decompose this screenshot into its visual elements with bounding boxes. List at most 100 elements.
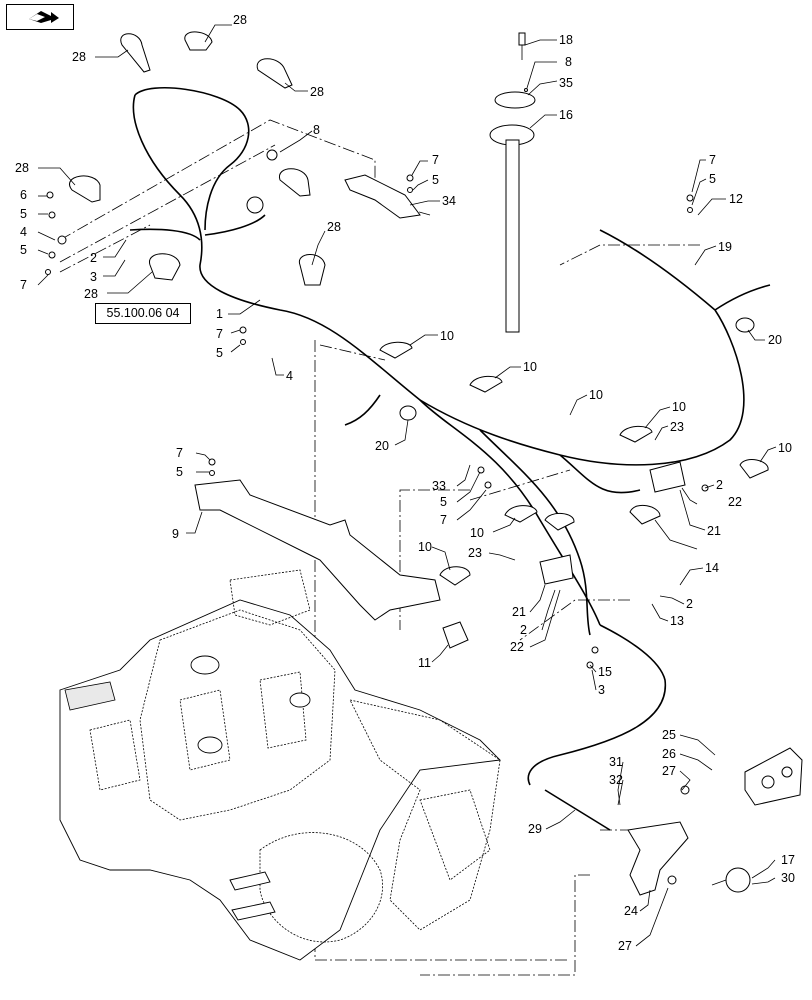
callout-10: 10 <box>523 360 537 374</box>
callout-11: 11 <box>418 656 431 670</box>
callout-7: 7 <box>709 153 716 167</box>
callout-29: 29 <box>528 822 542 836</box>
callout-4: 4 <box>20 225 27 239</box>
callout-2: 2 <box>716 478 723 492</box>
callout-1: 1 <box>216 307 223 321</box>
wiring-harness <box>129 87 771 831</box>
callout-33: 33 <box>432 479 446 493</box>
callout-19: 19 <box>718 240 732 254</box>
leader-lines <box>37 24 777 947</box>
callout-4: 4 <box>286 369 293 383</box>
callout-5: 5 <box>20 243 27 257</box>
connector-block-part <box>539 554 574 585</box>
sender-tube-part <box>505 139 520 333</box>
callout-10: 10 <box>470 526 484 540</box>
callout-17: 17 <box>781 853 795 867</box>
callout-35: 35 <box>559 76 573 90</box>
cable-tie-part <box>149 253 181 281</box>
callout-28: 28 <box>72 50 86 64</box>
callout-22: 22 <box>728 495 742 509</box>
callout-28: 28 <box>84 287 98 301</box>
callout-9: 9 <box>172 527 179 541</box>
callout-2: 2 <box>90 251 97 265</box>
callout-5: 5 <box>216 346 223 360</box>
construction-lines <box>59 119 700 976</box>
callout-32: 32 <box>609 773 623 787</box>
callout-31: 31 <box>609 755 623 769</box>
callout-14: 14 <box>705 561 719 575</box>
callout-2: 2 <box>686 597 693 611</box>
arrow-right-icon <box>29 11 59 23</box>
cable-tie-part <box>120 33 151 73</box>
callout-22: 22 <box>510 640 524 654</box>
clip-part <box>379 341 413 359</box>
callout-6: 6 <box>20 188 27 202</box>
bracket-part <box>194 479 441 621</box>
callout-26: 26 <box>662 747 676 761</box>
parts <box>45 31 803 896</box>
callout-33: 10 <box>589 388 603 402</box>
callout-15: 15 <box>598 665 612 679</box>
clip-part <box>469 375 503 393</box>
callout-5: 5 <box>20 207 27 221</box>
callout-23: 23 <box>670 420 684 434</box>
clip-part <box>544 513 575 531</box>
callout-8: 8 <box>313 123 320 137</box>
cable-tie-part <box>299 254 326 286</box>
callout-7: 7 <box>20 278 27 292</box>
clip-part <box>439 566 471 586</box>
callout-7: 7 <box>176 446 183 460</box>
callout-7: 7 <box>216 327 223 341</box>
reference-link-box[interactable]: 55.100.06 04 <box>95 303 191 324</box>
grommet-part <box>735 317 755 333</box>
bracket-part <box>344 174 421 219</box>
callout-5: 5 <box>440 495 447 509</box>
clip-part <box>442 621 469 649</box>
callout-7: 7 <box>440 513 447 527</box>
callout-labels: 28 28 28 28 28 28 28 8 8 18 35 16 6 5 4 … <box>15 13 795 953</box>
cable-tie-part <box>256 58 293 89</box>
callout-21: 21 <box>512 605 526 619</box>
callout-21: 21 <box>707 524 721 538</box>
callout-28: 28 <box>327 220 341 234</box>
tractor-background <box>59 569 501 961</box>
callout-18: 18 <box>559 33 573 47</box>
callout-2: 2 <box>520 623 527 637</box>
callout-24: 24 <box>624 904 638 918</box>
bracket-part <box>744 747 803 806</box>
callout-5: 5 <box>176 465 183 479</box>
bracket-part <box>627 821 689 896</box>
clip-part <box>629 504 661 525</box>
connector-block-part <box>649 461 686 493</box>
callout-27: 27 <box>618 939 632 953</box>
clip-part <box>619 425 653 443</box>
callout-10: 10 <box>440 329 454 343</box>
callout-10: 10 <box>418 540 432 554</box>
callout-5: 5 <box>709 172 716 186</box>
cable-tie-part <box>184 31 213 51</box>
callout-8: 8 <box>565 55 572 69</box>
callout-12: 12 <box>729 192 743 206</box>
callout-3: 3 <box>90 270 97 284</box>
callout-23: 23 <box>468 546 482 560</box>
cable-tie-part <box>69 175 101 203</box>
callout-28: 28 <box>15 161 29 175</box>
callout-10: 10 <box>778 441 792 455</box>
cable-tie-part <box>279 168 311 197</box>
clip-part <box>739 459 769 479</box>
callout-28: 28 <box>233 13 247 27</box>
gasket-part <box>494 91 536 109</box>
nav-arrow-button[interactable] <box>6 4 74 30</box>
callout-34: 34 <box>442 194 456 208</box>
callout-7: 7 <box>432 153 439 167</box>
callout-20: 20 <box>768 333 782 347</box>
callout-30: 30 <box>781 871 795 885</box>
callout-10: 10 <box>672 400 686 414</box>
callout-20: 20 <box>375 439 389 453</box>
callout-28: 28 <box>310 85 324 99</box>
callout-13: 13 <box>670 614 684 628</box>
callout-5: 5 <box>432 173 439 187</box>
grommet-part <box>399 405 417 421</box>
callout-25: 25 <box>662 728 676 742</box>
